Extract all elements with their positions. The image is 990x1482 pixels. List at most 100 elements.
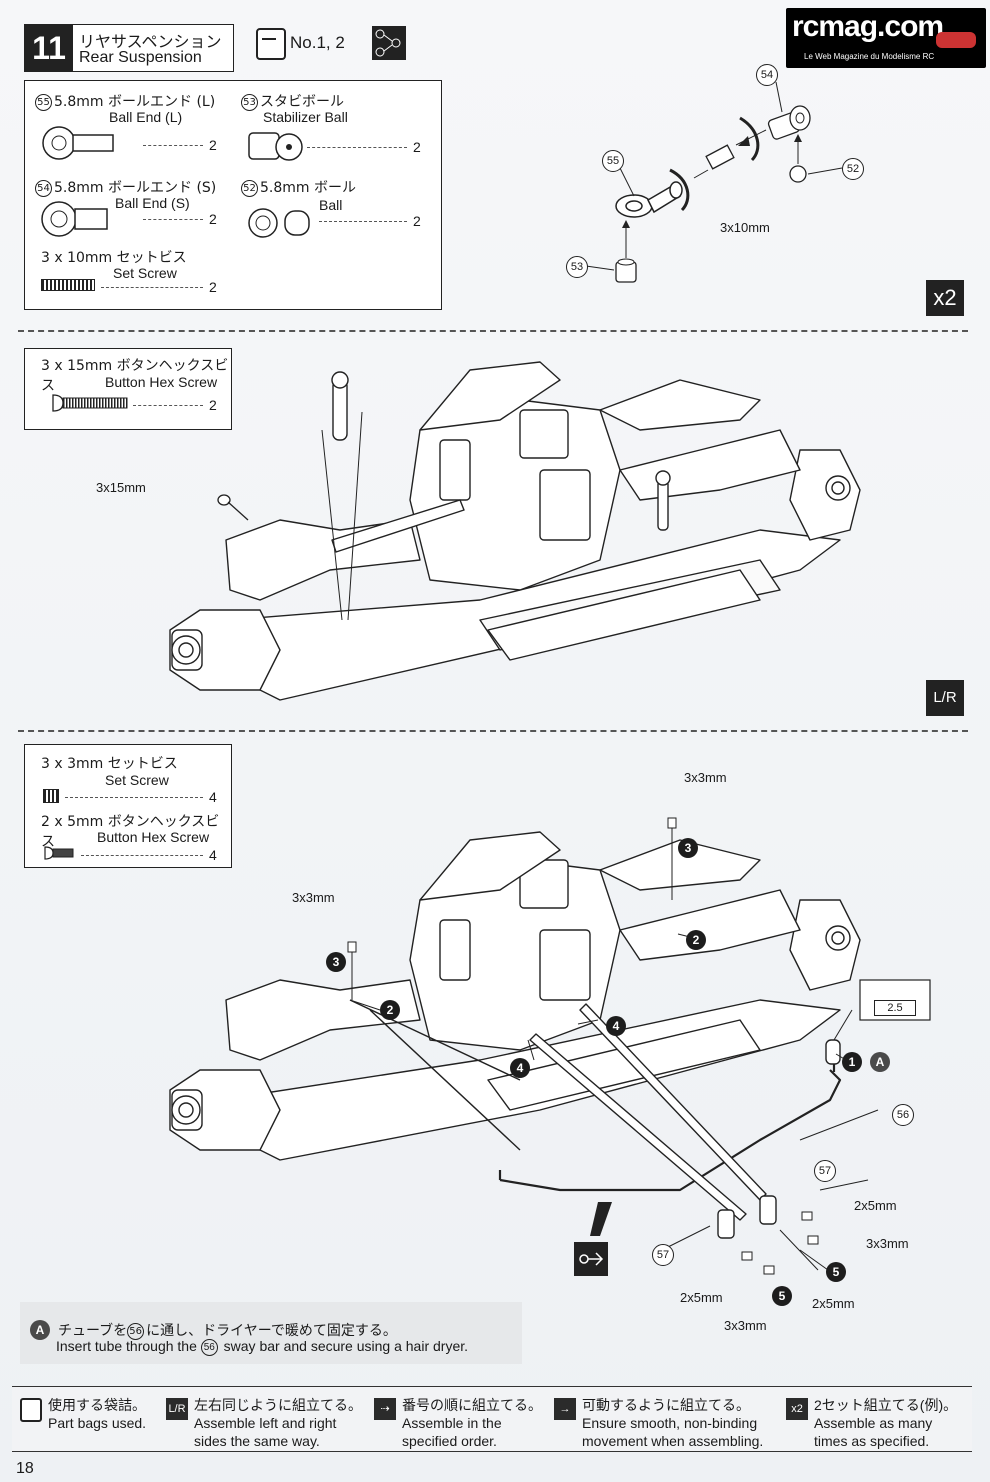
- order-icon: ⇢: [374, 1398, 396, 1420]
- part-en: Ball End (S): [115, 195, 190, 211]
- legend-jp: 2セット組立てる(例)。: [814, 1397, 958, 1413]
- screw-label: 2x5mm: [680, 1290, 723, 1305]
- logo-name: rcmag.com: [792, 10, 944, 43]
- step-marker: 5: [826, 1262, 846, 1282]
- rear-suspension-assembly-1: [169, 361, 861, 701]
- rear-suspension-assembly-2: [169, 817, 931, 1275]
- callout-56: 56: [892, 1104, 914, 1126]
- step-header: 11 リヤサスペンション Rear Suspension: [24, 24, 234, 72]
- stabilizer-ball-icon: [248, 132, 303, 161]
- set-screw-icon: [41, 279, 95, 291]
- left-right-icon: L/R: [926, 680, 964, 716]
- screw-label: 2x5mm: [854, 1198, 897, 1213]
- legend-jp: 番号の順に組立てる。: [402, 1397, 542, 1413]
- note-num: 56: [127, 1322, 145, 1340]
- ball-icon: [248, 208, 310, 238]
- note-en-post: sway bar and secure using a hair dryer.: [223, 1338, 469, 1354]
- parts-box-3: 3 x 3mm セットビス Set Screw 4 2 x 5mm ボタンヘック…: [24, 744, 232, 868]
- legend-jp: 可動するように組立てる。: [582, 1397, 750, 1413]
- legend-en: Assemble as many: [814, 1415, 933, 1431]
- set-screw-icon: [43, 789, 59, 803]
- ball-end-s-icon: [41, 201, 108, 237]
- page-number: 18: [16, 1460, 34, 1477]
- parts-box-2: 3 x 15mm ボタンヘックスビス Button Hex Screw 2: [24, 348, 232, 430]
- part-qty: 2: [209, 137, 217, 153]
- part-qty: 2: [209, 397, 217, 413]
- legend-en: specified order.: [402, 1433, 497, 1449]
- legend-en: times as specified.: [814, 1433, 930, 1449]
- screw-label: 3x3mm: [866, 1236, 909, 1251]
- legend-en: movement when assembling.: [582, 1433, 764, 1449]
- part-qty: 2: [413, 139, 421, 155]
- callout-53: 53: [566, 256, 588, 278]
- bag-icon: [20, 1398, 42, 1422]
- car-icon: [936, 32, 976, 48]
- note-num: 56: [200, 1338, 218, 1356]
- part-qty: 4: [209, 789, 217, 805]
- step-marker: 3: [326, 952, 346, 972]
- legend-en: Part bags used.: [48, 1415, 147, 1431]
- step-marker: 4: [606, 1016, 626, 1036]
- section-divider: [18, 330, 968, 332]
- callout-55: 55: [602, 150, 624, 172]
- step-marker: 2: [686, 930, 706, 950]
- part-en: Set Screw: [105, 772, 169, 788]
- order-icon: [372, 26, 406, 60]
- screw-label: 3x3mm: [684, 770, 727, 785]
- part-en: Button Hex Screw: [97, 829, 210, 845]
- movement-icon: [574, 1242, 608, 1276]
- part-num: 53: [241, 93, 258, 111]
- part-en: Set Screw: [113, 265, 177, 281]
- legend-jp: 使用する袋詰。: [48, 1397, 146, 1413]
- part-num: 55: [35, 93, 52, 111]
- callout-52: 52: [842, 158, 864, 180]
- note-jp-post: に通し、ドライヤーで暖めて固定する。: [146, 1323, 397, 1339]
- part-jp: 3 x 15mm ボタンヘックスビス: [41, 358, 229, 394]
- ball-end-assembly: [585, 81, 843, 283]
- part-jp: 5.8mm ボールエンド (L): [54, 94, 216, 110]
- part-jp: 3 x 3mm セットビス: [41, 756, 178, 772]
- legend-jp: 左右同じように組立てる。: [194, 1397, 362, 1413]
- left-right-icon: L/R: [166, 1398, 188, 1420]
- legend-en: Assemble in the: [402, 1415, 502, 1431]
- note-a-marker: A: [870, 1052, 890, 1072]
- logo-tagline: Le Web Magazine du Modelisme RC: [804, 52, 935, 61]
- callout-57: 57: [652, 1244, 674, 1266]
- button-hex-screw-icon: [52, 394, 128, 412]
- step-marker: 4: [510, 1058, 530, 1078]
- part-qty: 4: [209, 847, 217, 863]
- note-a-marker: A: [30, 1320, 50, 1340]
- note-jp-pre: チューブを: [58, 1323, 128, 1339]
- note-en-pre: Insert tube through the: [56, 1338, 197, 1354]
- step-marker: 2: [380, 1000, 400, 1020]
- part-jp: 5.8mm ボールエンド (S): [54, 180, 217, 196]
- part-en: Ball: [319, 197, 343, 213]
- times-icon: x2: [926, 280, 964, 316]
- step-marker: 3: [678, 838, 698, 858]
- step-marker: 5: [772, 1286, 792, 1306]
- times-icon: x2: [786, 1398, 808, 1420]
- rcmag-logo: rcmag.com Le Web Magazine du Modelisme R…: [786, 8, 986, 68]
- part-jp: スタビボール: [260, 94, 344, 110]
- part-num: 52: [241, 179, 258, 197]
- tube-size-label: 2.5: [874, 1000, 916, 1016]
- part-qty: 2: [413, 213, 421, 229]
- part-num: 54: [35, 179, 52, 197]
- section-divider: [18, 730, 968, 732]
- set-screw-label: 3x10mm: [720, 220, 770, 235]
- part-jp: 5.8mm ボール: [260, 180, 356, 196]
- button-hex-screw-icon: [44, 846, 74, 860]
- callout-57: 57: [814, 1160, 836, 1182]
- ball-end-l-icon: [42, 126, 114, 160]
- callout-54: 54: [756, 64, 778, 86]
- legend-en: Ensure smooth, non-binding: [582, 1415, 758, 1431]
- screw-label: 3x3mm: [724, 1318, 767, 1333]
- movement-icon: →: [554, 1398, 576, 1420]
- part-en: Ball End (L): [109, 109, 183, 125]
- step-number: 11: [25, 25, 73, 71]
- part-jp: 2 x 5mm ボタンヘックスビス: [41, 814, 220, 850]
- screw-label: 2x5mm: [812, 1296, 855, 1311]
- bags-label: No.1, 2: [290, 33, 345, 52]
